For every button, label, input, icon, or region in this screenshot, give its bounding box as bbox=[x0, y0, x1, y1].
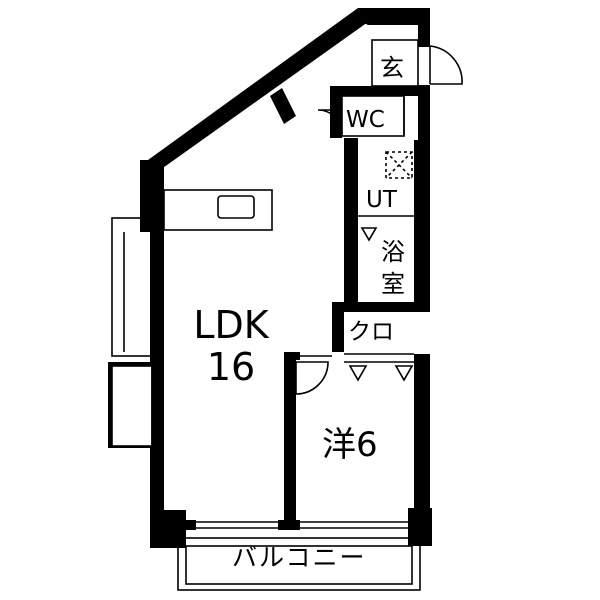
wall-core-right bbox=[414, 140, 430, 308]
wall-left-lower bbox=[150, 448, 164, 518]
label-wc: WC bbox=[346, 107, 385, 133]
label-utility: UT bbox=[366, 187, 397, 213]
wall-wc-left bbox=[330, 86, 342, 138]
label-entrance: 玄 bbox=[380, 54, 404, 82]
window-diagonal-1 bbox=[329, 17, 353, 35]
entrance-door-swing bbox=[429, 45, 463, 85]
wall-right-upper bbox=[418, 25, 430, 47]
wall-core-left bbox=[344, 138, 358, 304]
wall-right-entry bbox=[418, 85, 430, 145]
wall-wc-top bbox=[330, 86, 420, 96]
label-bath: 浴室 bbox=[381, 238, 405, 298]
label-western-room: 洋6 bbox=[322, 425, 378, 465]
balcony-outline bbox=[177, 537, 421, 591]
wall-bedroom-top bbox=[284, 352, 300, 360]
wall-bottom bbox=[186, 520, 196, 530]
kitchen-counter bbox=[163, 189, 273, 231]
wall-left-mid bbox=[150, 232, 164, 362]
label-balcony: バルコニー bbox=[232, 543, 367, 572]
bedroom-door-swing bbox=[295, 361, 329, 395]
closet-door-marker-1 bbox=[348, 365, 368, 382]
label-ldk: LDK bbox=[193, 303, 269, 347]
wall-bedroom-right bbox=[414, 354, 430, 514]
label-ldk-size: 16 bbox=[206, 345, 256, 389]
bath-door-marker bbox=[360, 227, 378, 242]
wall-bottom-left bbox=[150, 510, 186, 548]
entrance-box bbox=[371, 39, 419, 87]
bay-window-lower bbox=[111, 365, 153, 447]
label-closet: クロ bbox=[348, 319, 394, 345]
closet-door-marker-2 bbox=[394, 365, 414, 382]
washer-pan bbox=[385, 151, 413, 179]
bay-window-upper bbox=[111, 217, 153, 357]
wall-bedroom-left bbox=[284, 354, 296, 530]
wall-bath-bottom bbox=[332, 302, 430, 312]
wall-diagonal-stub bbox=[270, 88, 296, 124]
kitchen-sink bbox=[217, 195, 255, 219]
wall-top-corner bbox=[358, 8, 430, 46]
window-diagonal-3 bbox=[159, 103, 231, 155]
wall-closet-left bbox=[332, 302, 344, 352]
window-diagonal-2 bbox=[239, 39, 321, 97]
